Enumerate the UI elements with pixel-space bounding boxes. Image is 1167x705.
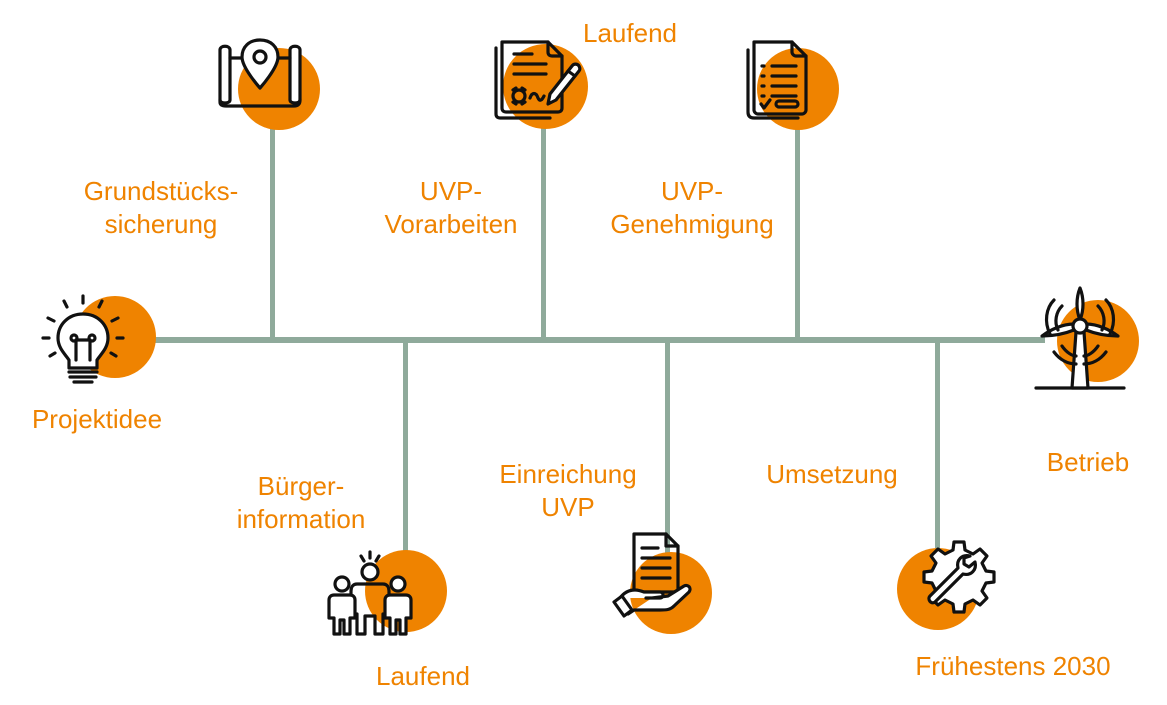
wrench-gear-icon [918,538,1000,622]
milestone-circle [1057,300,1139,382]
label-line-1: Bürger- [257,471,345,501]
milestone-label: Bürger- information [237,470,366,536]
label-line-2: Genehmigung [610,209,774,239]
wind-turbine-icon [1032,284,1128,392]
label-line-2: information [236,504,366,534]
label-line-2: UVP [541,492,595,522]
lightbulb-icon [38,292,128,392]
timeline-axis [150,337,1045,343]
label-line-1: Einreichung [499,459,637,489]
milestone-label: Grundstücks- sicherung [84,175,239,241]
contract-sign-icon [492,38,584,120]
milestone-label: Umsetzung [766,459,898,489]
label-line-1: UVP- [419,176,483,206]
stem-grundstueckssicherung [270,122,275,338]
milestone-label: Betrieb [1046,447,1130,477]
status-label: Laufend [583,18,677,48]
milestone-label: UVP- Genehmigung [610,175,773,241]
stem-uvp-vorarbeiten [541,122,546,338]
milestone-circle [757,48,839,130]
stem-einreichung-uvp [665,342,670,557]
people-icon [327,546,413,638]
milestone-label: UVP- Vorarbeiten [385,175,518,241]
document-hand-icon [610,530,700,618]
milestone-label: Projektidee [31,404,163,434]
label-line-2: sicherung [104,209,218,239]
stem-uvp-genehmigung [795,122,800,338]
stem-buergerinformation [403,342,408,557]
stem-umsetzung [935,342,940,557]
checklist-icon [744,38,810,120]
map-pin-icon [214,36,306,108]
milestone-circle [503,44,588,129]
status-label: Frühestens 2030 [915,651,1111,681]
status-label: Laufend [376,661,470,691]
label-line-1: Grundstücks- [83,176,239,206]
label-line-2: Vorarbeiten [384,209,518,239]
label-line-1: UVP- [660,176,724,206]
milestone-label: Einreichung UVP [499,458,636,524]
